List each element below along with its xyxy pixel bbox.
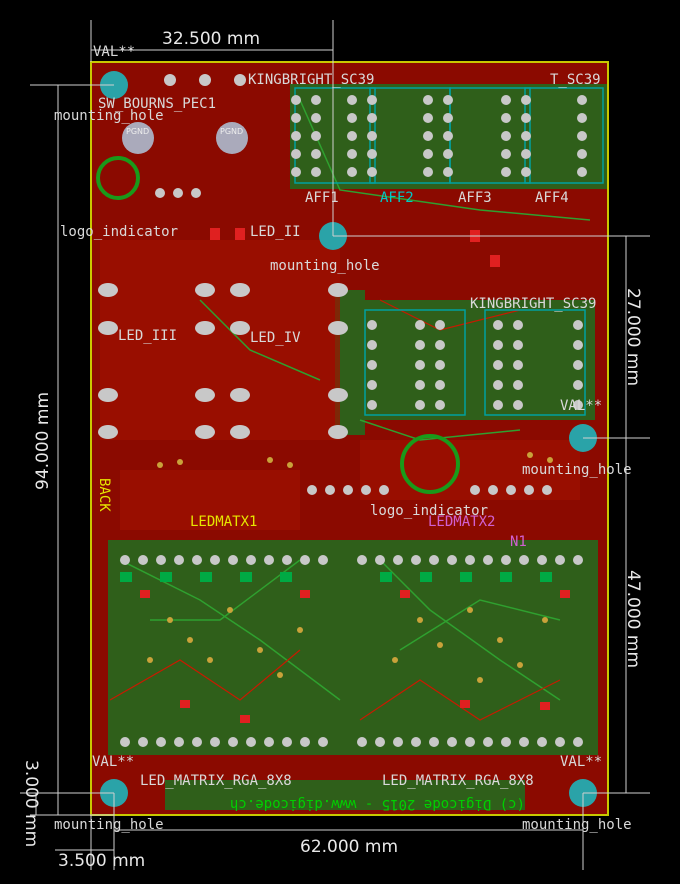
label-led-ii: LED_II xyxy=(250,224,301,240)
smd-components xyxy=(120,228,570,723)
seven-seg-displays-mid xyxy=(364,309,586,416)
label-val-br: VAL** xyxy=(560,754,602,770)
label-mounting-hole-right: mounting_hole xyxy=(522,462,632,478)
dimension-lines xyxy=(20,20,650,870)
label-led-iii: LED_III xyxy=(118,328,177,344)
pgnd-pads xyxy=(122,122,248,154)
label-led-matrix-2: LED_MATRIX_RGA_8X8 xyxy=(382,773,534,789)
label-val-top-left: VAL** xyxy=(93,44,135,60)
label-led-iv: LED_IV xyxy=(250,330,301,346)
dim-left-height: 94.000 mm xyxy=(33,392,53,490)
label-logo-indicator: logo_indicator xyxy=(60,224,178,240)
label-mounting-hole-tl: mounting_hole xyxy=(54,108,164,124)
label-logo-indicator-bottom: logo_indicator xyxy=(370,503,488,519)
dim-bottom-width: 62.000 mm xyxy=(300,837,398,857)
label-kingbright-top: KINGBRIGHT_SC39 xyxy=(248,72,374,88)
dim-right-lower: 47.000 mm xyxy=(623,570,643,668)
label-ledmatx2: LEDMATX2 xyxy=(428,514,495,530)
logo-circles xyxy=(96,156,460,494)
dim-left-small: 3.000 mm xyxy=(21,760,41,847)
label-copyright: (c) Digicode 2015 - www.digicode.ch xyxy=(230,796,525,812)
label-back: BACK xyxy=(96,478,112,512)
label-mounting-hole-br: mounting_hole xyxy=(522,817,632,833)
label-ledmatx1: LEDMATX1 xyxy=(190,514,257,530)
label-aff2: AFF2 xyxy=(380,190,414,206)
label-n1: N1 xyxy=(510,534,527,550)
label-val-right: VAL** xyxy=(560,398,602,414)
front-copper-detail xyxy=(100,240,580,530)
label-kingbright-top-right: T_SC39 xyxy=(550,72,601,88)
label-aff1: AFF1 xyxy=(305,190,339,206)
vias xyxy=(147,452,553,683)
pads-mid xyxy=(367,320,583,410)
label-val-bl: VAL** xyxy=(92,754,134,770)
mounting-holes xyxy=(100,71,597,807)
dim-bottom-small: 3.500 mm xyxy=(58,851,145,871)
label-pgnd-2: PGND xyxy=(220,127,243,136)
label-mounting-hole-bl: mounting_hole xyxy=(54,817,164,833)
header-pads-bottom xyxy=(120,74,583,747)
label-sw-bourns: SW_BOURNS_PEC1 xyxy=(98,96,216,112)
label-pgnd-1: PGND xyxy=(126,127,149,136)
dim-right-upper: 27.000 mm xyxy=(623,288,643,386)
dim-top-width: 32.500 mm xyxy=(162,29,260,49)
pads-top xyxy=(291,95,587,177)
label-led-matrix-1: LED_MATRIX_RGA_8X8 xyxy=(140,773,292,789)
oval-pads-left xyxy=(98,283,348,439)
label-kingbright-mid: KINGBRIGHT_SC39 xyxy=(470,296,596,312)
label-aff3: AFF3 xyxy=(458,190,492,206)
label-mounting-hole-center: mounting_hole xyxy=(270,258,380,274)
label-aff4: AFF4 xyxy=(535,190,569,206)
